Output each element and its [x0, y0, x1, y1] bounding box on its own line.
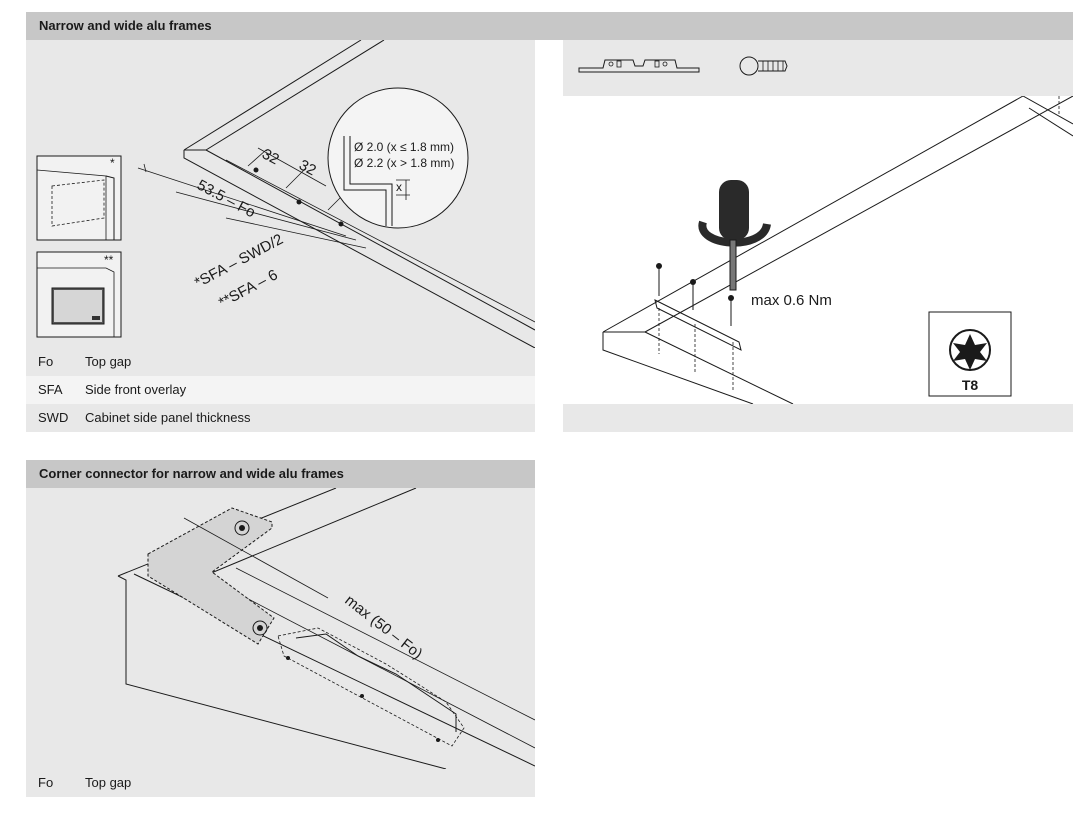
section-header-narrow-wide-frames: Narrow and wide alu frames	[26, 12, 1073, 40]
alu-frame-corner-3	[117, 488, 535, 769]
section2-footer-strip	[563, 404, 1073, 432]
dim-53-5-fo: 53.5 – Fo	[194, 177, 258, 222]
dim-x: x	[396, 180, 402, 194]
connector-part-icon	[578, 59, 700, 73]
drill-note-2-0: Ø 2.0 (x ≤ 1.8 mm)	[354, 140, 454, 154]
screwdriver-icon	[698, 180, 771, 291]
legend-section3: Fo Top gap	[26, 769, 535, 797]
screw-assembly-diagram: max 0.6 Nm T8	[563, 96, 1073, 404]
inset-marker-single: *	[110, 156, 115, 170]
parts-strip	[563, 40, 1073, 96]
connector-with-screws	[654, 263, 742, 392]
inset-cabinet-overlay: *	[36, 155, 122, 241]
legend-row: SWD Cabinet side panel thickness	[26, 404, 535, 432]
section-header-corner-connector: Corner connector for narrow and wide alu…	[26, 460, 535, 488]
alu-frame-corner	[602, 96, 1073, 404]
inset-marker-double: **	[104, 253, 114, 267]
legend-row: Fo Top gap	[26, 348, 535, 376]
frame-drilling-diagram: * **	[26, 40, 535, 348]
torx-star-icon	[953, 334, 987, 370]
bit-size-label: T8	[962, 377, 979, 393]
dim-32-second: 32	[296, 157, 319, 180]
legend-row: Fo Top gap	[26, 769, 535, 797]
torque-label: max 0.6 Nm	[751, 292, 832, 309]
screw-part-icon	[739, 56, 788, 76]
corner-connector-diagram: max (50 – Fo)	[26, 488, 535, 769]
alu-frame-drawing	[137, 40, 535, 348]
legend-section1: Fo Top gap SFA Side front overlay SWD Ca…	[26, 348, 535, 432]
torx-bit-badge: T8	[928, 311, 1012, 397]
connector-outline-3	[277, 627, 465, 747]
dim-32-first: 32	[259, 146, 282, 169]
legend-row: SFA Side front overlay	[26, 376, 535, 404]
inset-cabinet-inset: **	[36, 251, 122, 338]
drill-note-2-2: Ø 2.2 (x > 1.8 mm)	[354, 156, 454, 170]
dim-max-50-fo: max (50 – Fo)	[342, 592, 426, 663]
corner-bracket	[147, 507, 275, 645]
